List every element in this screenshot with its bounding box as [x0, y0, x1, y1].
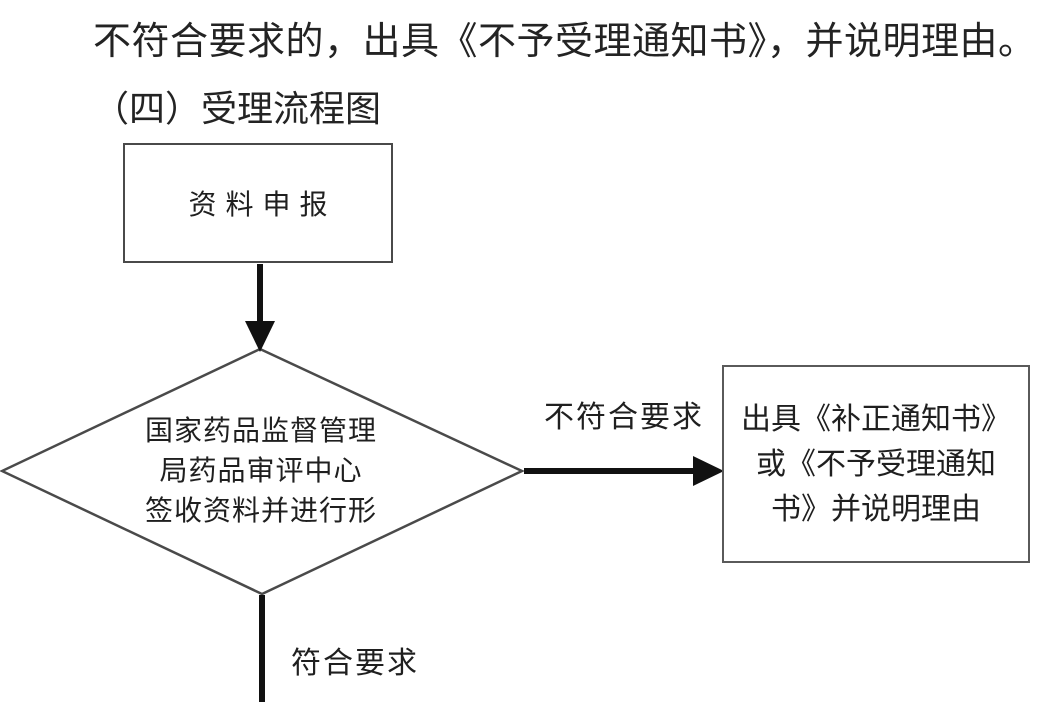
flow-node-decision-text: 国家药品监督管理 局药品审评中心 签收资料并进行形 [121, 411, 401, 531]
flow-node-start: 资料申报 [123, 143, 393, 263]
section-heading: （四）受理流程图 [93, 89, 382, 130]
arrow-right-head-icon [693, 456, 724, 486]
decision-line-3: 签收资料并进行形 [144, 494, 377, 527]
flow-node-start-label: 资料申报 [188, 188, 337, 221]
decision-diamond-shape [0, 347, 525, 596]
accept-branch-label: 符合要求 [291, 646, 419, 681]
reject-branch-label: 不符合要求 [544, 400, 704, 435]
reject-box-line-1: 出具《补正通知书》 [741, 401, 1011, 437]
decision-line-1: 国家药品监督管理 [144, 414, 377, 447]
flow-node-reject: 出具《补正通知书》 或《不予受理通知 书》并说明理由 [722, 365, 1030, 563]
decision-line-2: 局药品审评中心 [159, 454, 363, 487]
reject-box-line-3: 书》并说明理由 [771, 491, 981, 527]
arrow-down-head-icon [245, 321, 275, 352]
reject-box-line-2: 或《不予受理通知 [756, 446, 996, 482]
paragraph-text: 不符合要求的，出具《不予受理通知书》，并说明理由。 [93, 19, 1037, 63]
